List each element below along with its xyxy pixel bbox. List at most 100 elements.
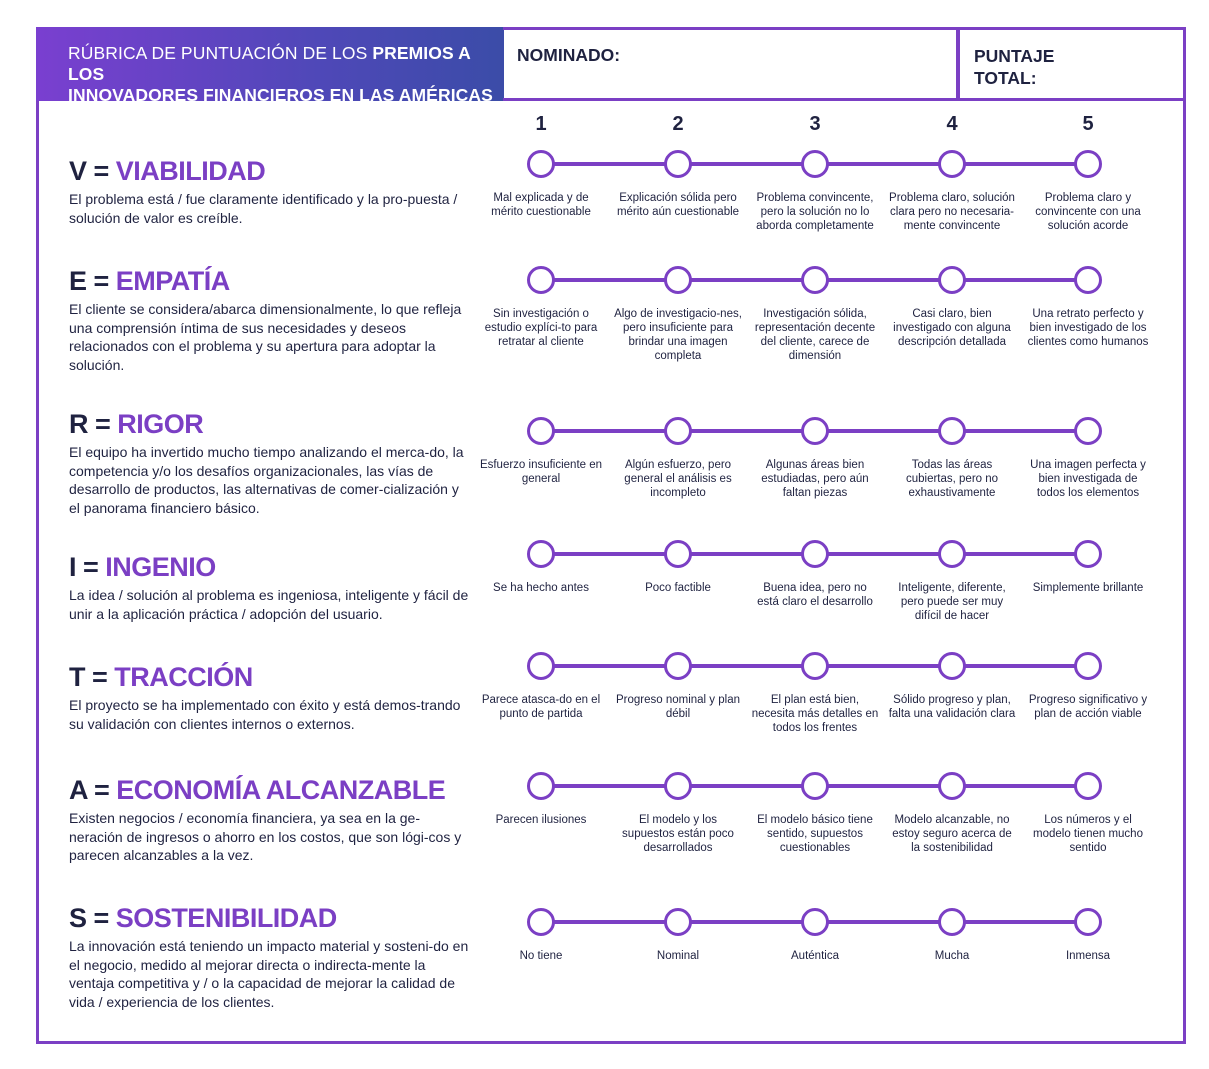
score-option-5[interactable] bbox=[1074, 266, 1102, 294]
criterion-letter: A = bbox=[69, 775, 110, 805]
score-option-3[interactable] bbox=[801, 150, 829, 178]
score-option-1[interactable] bbox=[527, 266, 555, 294]
score-option-1[interactable] bbox=[527, 908, 555, 936]
score-option-label: Sin investigación o estudio explíci-to p… bbox=[484, 308, 598, 348]
score-option-label: Sólido progreso y plan, falta una valida… bbox=[888, 694, 1016, 720]
criterion-name: TRACCIÓN bbox=[114, 662, 253, 692]
criterion-letter: S = bbox=[69, 903, 109, 933]
criterion-block: V = VIABILIDAD El problema está / fue cla… bbox=[69, 156, 469, 227]
nominee-label: NOMINADO: bbox=[517, 45, 621, 65]
score-option-5[interactable] bbox=[1074, 540, 1102, 568]
score-option-label: Parecen ilusiones bbox=[495, 814, 587, 826]
score-option-5[interactable] bbox=[1074, 150, 1102, 178]
criterion-letter: R = bbox=[69, 409, 111, 439]
score-option-5[interactable] bbox=[1074, 417, 1102, 445]
score-option-2[interactable] bbox=[664, 540, 692, 568]
score-label-2: TOTAL: bbox=[974, 68, 1037, 88]
score-option-4[interactable] bbox=[938, 908, 966, 936]
criterion-description: El proyecto se ha implementado con éxito… bbox=[69, 697, 461, 732]
score-option-label: Problema claro, solución clara pero no n… bbox=[889, 192, 1015, 232]
criterion-description: El cliente se considera/abarca dimension… bbox=[69, 301, 462, 373]
total-score-field[interactable]: PUNTAJE TOTAL: bbox=[957, 27, 1186, 101]
score-option-label: Algún esfuerzo, pero general el análisis… bbox=[624, 459, 732, 499]
score-option-label: Mucha bbox=[934, 950, 970, 962]
score-option-label: Algo de investigacio-nes, pero insuficie… bbox=[614, 308, 742, 362]
score-option-2[interactable] bbox=[664, 772, 692, 800]
criterion-description: La idea / solución al problema es ingeni… bbox=[69, 587, 469, 622]
score-option-label: Buena idea, pero no está claro el desarr… bbox=[757, 582, 873, 608]
scale-number-5: 5 bbox=[1082, 113, 1094, 135]
score-option-5[interactable] bbox=[1074, 772, 1102, 800]
nominee-field[interactable]: NOMINADO: bbox=[503, 27, 959, 101]
score-option-label: Casi claro, bien investigado con alguna … bbox=[893, 308, 1011, 348]
score-option-1[interactable] bbox=[527, 540, 555, 568]
criterion-heading: S = SOSTENIBILIDAD bbox=[69, 903, 469, 933]
criterion-name: SOSTENIBILIDAD bbox=[115, 903, 338, 933]
score-option-3[interactable] bbox=[801, 417, 829, 445]
criterion-description: El equipo ha invertido mucho tiempo anal… bbox=[69, 444, 464, 516]
score-option-label: Mal explicada y de mérito cuestionable bbox=[491, 192, 591, 218]
criterion-name: INGENIO bbox=[105, 552, 216, 582]
score-option-label: Una imagen perfecta y bien investigada d… bbox=[1030, 459, 1146, 499]
score-option-label: Simplemente brillante bbox=[1032, 582, 1144, 594]
score-option-label: Modelo alcanzable, no estoy seguro acerc… bbox=[892, 814, 1012, 854]
score-option-5[interactable] bbox=[1074, 908, 1102, 936]
score-option-1[interactable] bbox=[527, 652, 555, 680]
criterion-letter: V = bbox=[69, 156, 109, 186]
criterion-letter: E = bbox=[69, 266, 109, 296]
criterion-heading: T = TRACCIÓN bbox=[69, 662, 469, 692]
score-option-label: Los números y el modelo tienen mucho sen… bbox=[1033, 814, 1143, 854]
score-option-2[interactable] bbox=[664, 417, 692, 445]
score-option-4[interactable] bbox=[938, 772, 966, 800]
criterion-heading: A = ECONOMÍA ALCANZABLE bbox=[69, 775, 469, 805]
score-option-label: Una retrato perfecto y bien investigado … bbox=[1027, 308, 1149, 348]
score-option-label: Progreso nominal y plan débil bbox=[615, 694, 740, 720]
score-option-3[interactable] bbox=[801, 772, 829, 800]
title-bold-1: PREMIOS A LOS bbox=[68, 43, 471, 84]
scale-number-4: 4 bbox=[946, 113, 958, 135]
score-option-2[interactable] bbox=[664, 150, 692, 178]
score-option-label: El modelo y los supuestos están poco des… bbox=[622, 814, 734, 854]
score-option-1[interactable] bbox=[527, 150, 555, 178]
rubric-title: RÚBRICA DE PUNTUACIÓN DE LOS PREMIOS A L… bbox=[36, 27, 504, 105]
score-option-1[interactable] bbox=[527, 772, 555, 800]
criterion-block: E = EMPATÍA El cliente se considera/abarc… bbox=[69, 266, 469, 374]
criterion-name: EMPATÍA bbox=[115, 266, 231, 296]
score-option-4[interactable] bbox=[938, 417, 966, 445]
criterion-block: A = ECONOMÍA ALCANZABLE Existen negocios … bbox=[69, 775, 469, 865]
score-option-4[interactable] bbox=[938, 150, 966, 178]
score-option-2[interactable] bbox=[664, 908, 692, 936]
criterion-name: ECONOMÍA ALCANZABLE bbox=[116, 775, 446, 805]
score-option-3[interactable] bbox=[801, 652, 829, 680]
score-option-3[interactable] bbox=[801, 266, 829, 294]
score-option-4[interactable] bbox=[938, 540, 966, 568]
criterion-description: La innovación está teniendo un impacto m… bbox=[69, 938, 469, 1010]
score-option-4[interactable] bbox=[938, 266, 966, 294]
criterion-letter: T = bbox=[69, 662, 108, 692]
score-option-2[interactable] bbox=[664, 652, 692, 680]
criterion-heading: E = EMPATÍA bbox=[69, 266, 469, 296]
criterion-block: I = INGENIO La idea / solución al problem… bbox=[69, 552, 469, 623]
scale-number-3: 3 bbox=[809, 113, 821, 135]
score-option-label: El modelo básico tiene sentido, supuesto… bbox=[757, 814, 873, 854]
criterion-name: VIABILIDAD bbox=[115, 156, 266, 186]
criterion-block: R = RIGOR El equipo ha invertido mucho ti… bbox=[69, 409, 469, 517]
score-option-label: Parece atasca-do en el punto de partida bbox=[481, 694, 601, 720]
score-option-label: Inteligente, diferente, pero puede ser m… bbox=[898, 582, 1006, 622]
score-option-2[interactable] bbox=[664, 266, 692, 294]
score-option-5[interactable] bbox=[1074, 652, 1102, 680]
criterion-letter: I = bbox=[69, 552, 99, 582]
score-option-1[interactable] bbox=[527, 417, 555, 445]
score-option-4[interactable] bbox=[938, 652, 966, 680]
scale-number-1: 1 bbox=[535, 113, 547, 135]
score-option-label: Esfuerzo insuficiente en general bbox=[479, 459, 603, 485]
criterion-description: Existen negocios / economía financiera, … bbox=[69, 810, 462, 863]
score-option-3[interactable] bbox=[801, 540, 829, 568]
score-label-1: PUNTAJE bbox=[974, 46, 1055, 66]
score-option-3[interactable] bbox=[801, 908, 829, 936]
criterion-description: El problema está / fue claramente identi… bbox=[69, 191, 458, 226]
criterion-name: RIGOR bbox=[117, 409, 204, 439]
score-option-label: El plan está bien, necesita más detalles… bbox=[751, 694, 879, 734]
criterion-heading: V = VIABILIDAD bbox=[69, 156, 469, 186]
score-option-label: Algunas áreas bien estudiadas, pero aún … bbox=[761, 459, 869, 499]
